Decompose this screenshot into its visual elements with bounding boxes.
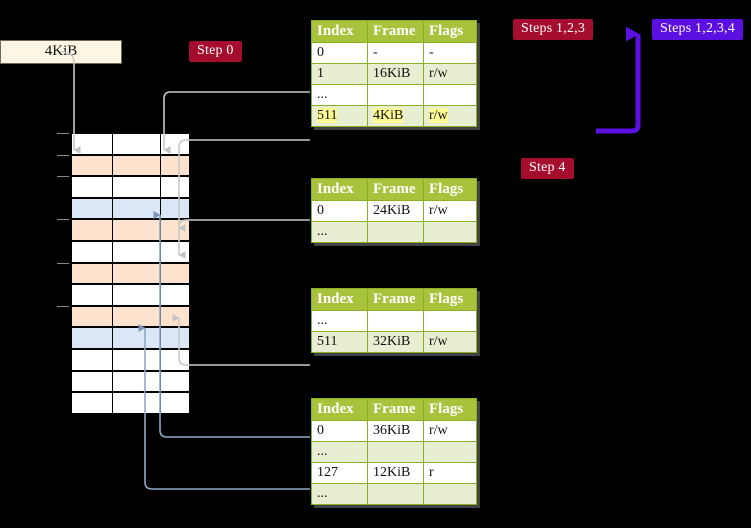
table-cell: 127 bbox=[311, 462, 368, 484]
table-cell: 1 bbox=[311, 63, 368, 85]
table-row: ... bbox=[311, 483, 477, 505]
memory-frame-4 bbox=[71, 219, 190, 241]
memory-frame-12 bbox=[71, 392, 190, 414]
table-cell bbox=[423, 221, 477, 243]
table-cell bbox=[367, 84, 424, 106]
table-cell bbox=[367, 310, 424, 332]
memory-frame-tick-2 bbox=[57, 176, 69, 178]
table-header-flags: Flags bbox=[423, 398, 477, 421]
memory-frame-2 bbox=[71, 176, 190, 198]
table-cell: 36KiB bbox=[367, 420, 424, 442]
table-header-frame: Frame bbox=[367, 20, 424, 43]
highlighted-value: r/w bbox=[429, 108, 448, 123]
table-cell: 12KiB bbox=[367, 462, 424, 484]
memory-frame-0 bbox=[71, 133, 190, 155]
table-row: 511 4KiB r/w bbox=[311, 105, 477, 127]
table-cell: 24KiB bbox=[367, 200, 424, 222]
table-cell: r/w bbox=[423, 200, 477, 222]
table-cell: r/w bbox=[423, 420, 477, 442]
memory-column-divider-0 bbox=[112, 133, 113, 414]
table-header-frame: Frame bbox=[367, 288, 424, 311]
table-header-flags: Flags bbox=[423, 288, 477, 311]
table-cell bbox=[423, 310, 477, 332]
table-row: ... bbox=[311, 441, 477, 463]
table-cell: - bbox=[367, 42, 424, 64]
table-cell: ... bbox=[311, 310, 368, 332]
violet-bracket-arrow bbox=[596, 26, 641, 134]
table-cell: r/w bbox=[423, 105, 477, 127]
table-header-index: Index bbox=[311, 288, 368, 311]
table-cell: 0 bbox=[311, 42, 368, 64]
table-cell: 16KiB bbox=[367, 63, 424, 85]
table-row: ... bbox=[311, 221, 477, 243]
memory-frame-tick-4 bbox=[57, 219, 69, 221]
table-row: ... bbox=[311, 310, 477, 332]
table-cell: ... bbox=[311, 221, 368, 243]
table-cell bbox=[423, 84, 477, 106]
table-cell: r/w bbox=[423, 331, 477, 353]
step-0-label: Step 0 bbox=[189, 41, 242, 62]
table-cell: 0 bbox=[311, 420, 368, 442]
table-cell: r/w bbox=[423, 63, 477, 85]
table-header-frame: Frame bbox=[367, 398, 424, 421]
table-cell: 4KiB bbox=[367, 105, 424, 127]
highlighted-value: 511 bbox=[317, 108, 338, 123]
table-cell: ... bbox=[311, 483, 368, 505]
memory-frame-10 bbox=[71, 349, 190, 371]
table-cell: - bbox=[423, 42, 477, 64]
table-header-frame: Frame bbox=[367, 178, 424, 201]
table-row: ... bbox=[311, 84, 477, 106]
table-header-flags: Flags bbox=[423, 20, 477, 43]
memory-frame-3 bbox=[71, 197, 190, 220]
steps-1234-label: Steps 1,2,3,4 bbox=[652, 19, 743, 40]
table-cell: ... bbox=[311, 441, 368, 463]
memory-frame-9 bbox=[71, 327, 190, 349]
table-header-flags: Flags bbox=[423, 178, 477, 201]
memory-frame-tick-0 bbox=[57, 133, 69, 134]
table-header-index: Index bbox=[311, 20, 368, 43]
table-cell bbox=[367, 483, 424, 505]
table-row: 0-- bbox=[311, 42, 477, 64]
physical-memory-column bbox=[57, 133, 190, 414]
table-cell: 0 bbox=[311, 200, 368, 222]
memory-frame-tick-8 bbox=[57, 305, 69, 307]
memory-frame-1 bbox=[71, 154, 190, 177]
table-cell: 511 bbox=[311, 331, 368, 353]
table-header-index: Index bbox=[311, 178, 368, 201]
highlighted-value: 4KiB bbox=[373, 108, 404, 123]
table-cell bbox=[423, 483, 477, 505]
memory-column-divider-1 bbox=[160, 133, 161, 414]
memory-frame-7 bbox=[71, 284, 190, 306]
table-cell bbox=[367, 221, 424, 243]
table-header-index: Index bbox=[311, 398, 368, 421]
table-cell: 32KiB bbox=[367, 331, 424, 353]
memory-frame-11 bbox=[71, 370, 190, 393]
memory-frame-6 bbox=[71, 262, 190, 285]
memory-frame-8 bbox=[71, 305, 190, 328]
size-box-4kib: 4KiB bbox=[0, 40, 122, 64]
table-cell bbox=[423, 441, 477, 463]
table-cell: ... bbox=[311, 84, 368, 106]
memory-frame-tick-6 bbox=[57, 262, 69, 264]
memory-frame-5 bbox=[71, 241, 190, 263]
table-cell: 511 bbox=[311, 105, 368, 127]
table-cell: r bbox=[423, 462, 477, 484]
steps-123-label: Steps 1,2,3 bbox=[513, 19, 594, 40]
step-4-label: Step 4 bbox=[521, 158, 574, 179]
table-cell bbox=[367, 441, 424, 463]
memory-frame-tick-1 bbox=[57, 154, 69, 156]
